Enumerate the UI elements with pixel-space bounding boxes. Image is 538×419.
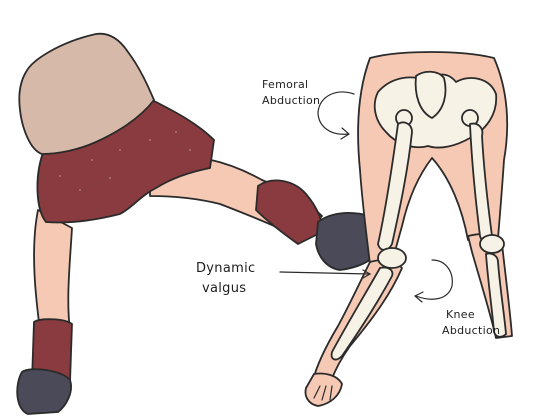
left-knee-bone bbox=[378, 248, 406, 268]
left-shoe bbox=[17, 369, 71, 414]
femoral-abduction-arrowhead bbox=[341, 128, 349, 139]
femoral-abduction-label-line1: Femoral bbox=[262, 78, 308, 91]
left-leg bbox=[34, 210, 72, 330]
right-knee-bone bbox=[480, 235, 504, 253]
knee-abduction-label-line2: Abduction bbox=[442, 324, 500, 337]
left-foot bbox=[306, 373, 343, 406]
dynamic-valgus-arrow bbox=[280, 272, 370, 274]
femoral-abduction-arrow bbox=[318, 92, 354, 134]
right-sock bbox=[256, 180, 322, 244]
dynamic-valgus-label-line2: valgus bbox=[202, 281, 246, 296]
femoral-abduction-label-line2: Abduction bbox=[262, 94, 320, 107]
dynamic-valgus-label-line1: Dynamic bbox=[196, 261, 255, 276]
knee-abduction-label-line1: Knee bbox=[446, 308, 475, 321]
